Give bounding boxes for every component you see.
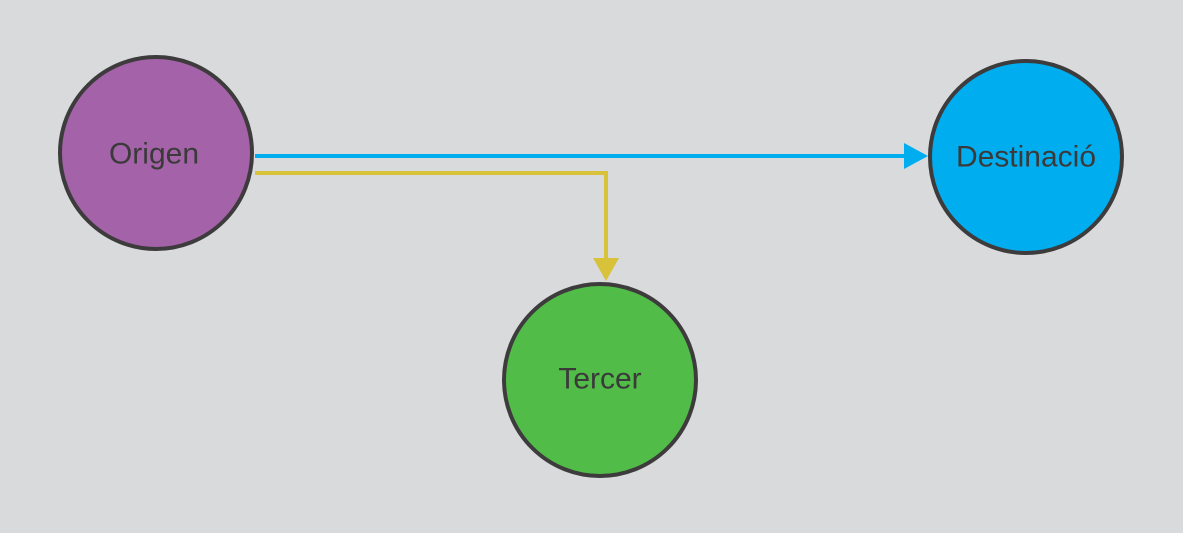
node-tercer-circle — [502, 282, 698, 478]
node-origen-circle — [58, 55, 254, 251]
node-origen-label: Origen — [109, 138, 199, 171]
edge-origen-tercer-line — [255, 171, 608, 260]
edge-origen-destinacio-arrowhead — [904, 143, 928, 169]
node-tercer-label: Tercer — [558, 363, 641, 396]
edge-origen-to-tercer[interactable] — [255, 171, 619, 281]
node-destinacio-circle — [928, 59, 1124, 255]
node-tercer[interactable]: Tercer — [502, 282, 698, 478]
node-destinacio-label: Destinació — [956, 141, 1096, 174]
node-origen[interactable]: Origen — [58, 55, 254, 251]
edge-origen-to-destinacio[interactable] — [255, 143, 928, 169]
node-destinacio[interactable]: Destinació — [928, 59, 1124, 255]
edge-origen-tercer-arrowhead — [593, 258, 619, 281]
